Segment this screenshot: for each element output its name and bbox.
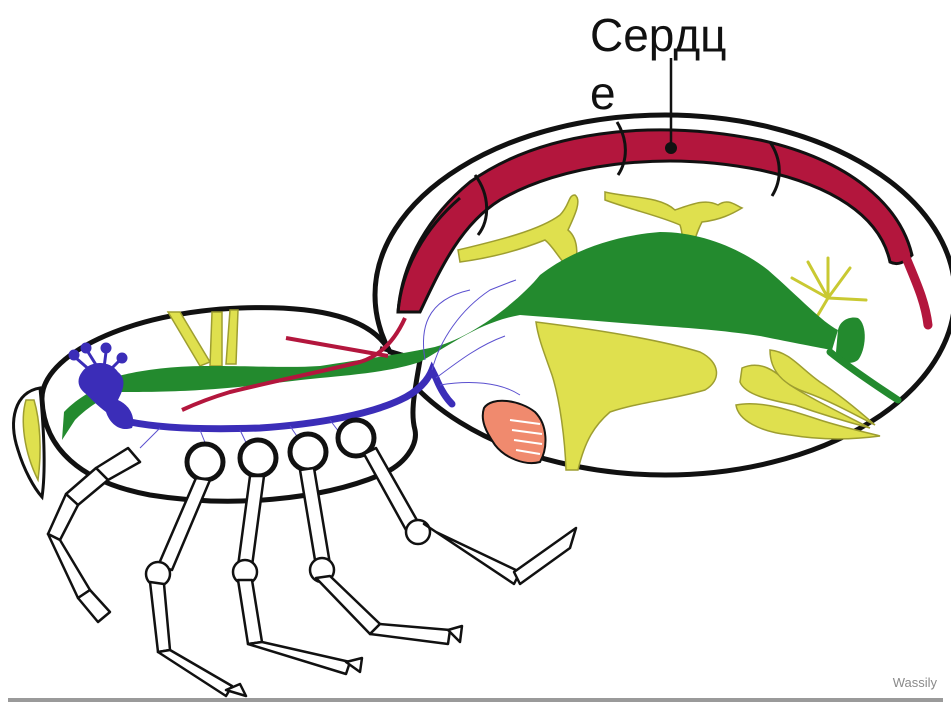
watermark-credit: Wassily xyxy=(893,675,937,690)
heart-label-dot xyxy=(665,142,677,154)
bottom-divider xyxy=(8,698,943,702)
heart-label: Сердце xyxy=(590,6,750,122)
